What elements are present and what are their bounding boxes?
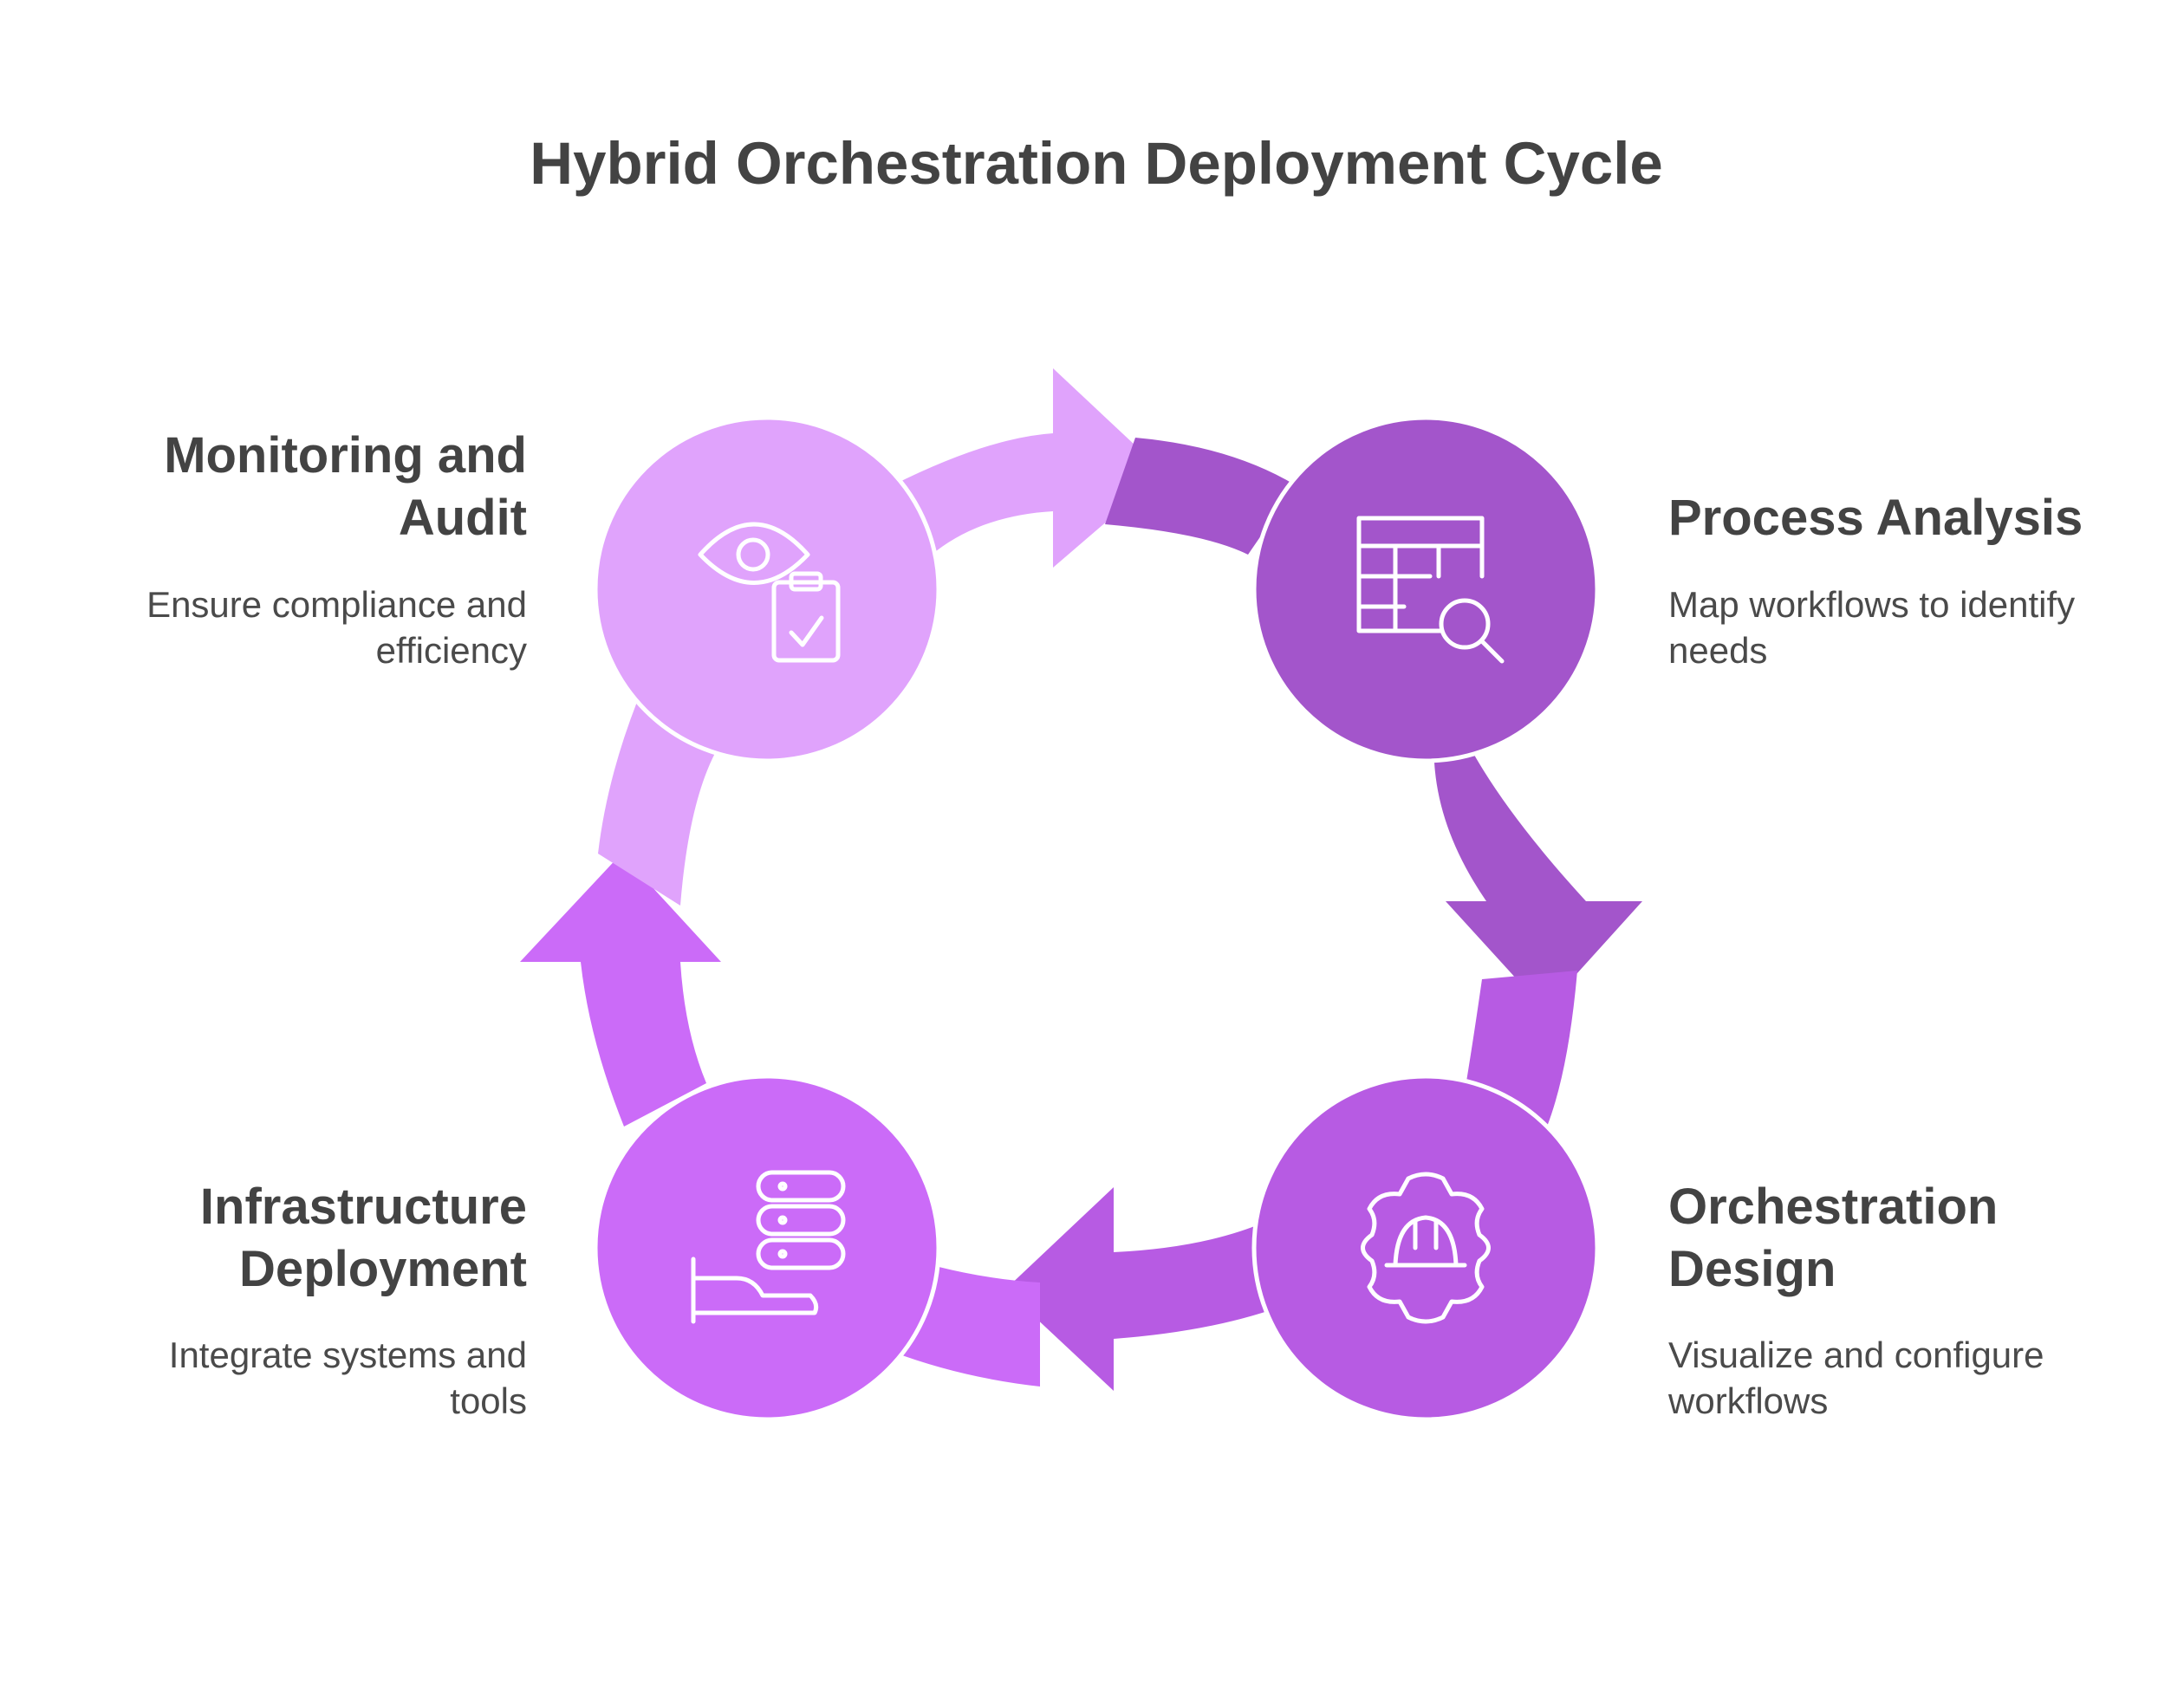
step-desc-process-line2: needs bbox=[1668, 630, 1767, 671]
label-process: Process Analysis Map workflows to identi… bbox=[1668, 490, 2083, 671]
circle-infrastructure bbox=[593, 1074, 941, 1422]
step-desc-monitoring-line2: efficiency bbox=[376, 630, 527, 671]
label-infrastructure: Infrastructure Deployment Integrate syst… bbox=[169, 1179, 527, 1421]
step-desc-process-line1: Map workflows to identify bbox=[1668, 584, 2075, 625]
arrow-process-to-orchestration bbox=[1105, 438, 1296, 555]
step-title-orchestration-line2: Design bbox=[1668, 1241, 1836, 1297]
arrow-orchestration-to-infrastructure bbox=[1465, 971, 1577, 1127]
diagram-title: Hybrid Orchestration Deployment Cycle bbox=[530, 130, 1663, 197]
step-title-monitoring-line1: Monitoring and bbox=[164, 427, 527, 484]
step-desc-infrastructure-line2: tools bbox=[450, 1380, 527, 1421]
step-desc-monitoring-line1: Ensure compliance and bbox=[146, 584, 527, 625]
circle-monitoring bbox=[593, 415, 941, 763]
eye-clipboard-icon bbox=[698, 522, 841, 663]
hand-server-icon bbox=[691, 1170, 846, 1324]
step-title-infrastructure-line1: Infrastructure bbox=[200, 1179, 527, 1235]
table-search-icon bbox=[1356, 516, 1505, 664]
step-title-orchestration-line1: Orchestration bbox=[1668, 1179, 1998, 1235]
cycle-arrows bbox=[520, 368, 1642, 1391]
gear-hardhat-icon bbox=[1361, 1172, 1491, 1324]
step-desc-infrastructure-line1: Integrate systems and bbox=[169, 1335, 527, 1375]
label-orchestration: Orchestration Design Visualize and confi… bbox=[1667, 1179, 2044, 1421]
label-monitoring: Monitoring and Audit Ensure compliance a… bbox=[146, 427, 527, 671]
step-title-monitoring-line2: Audit bbox=[399, 490, 527, 546]
step-desc-orchestration-line1: Visualize and configure bbox=[1668, 1335, 2044, 1375]
step-title-process: Process Analysis bbox=[1668, 490, 2083, 546]
circle-orchestration bbox=[1251, 1074, 1600, 1422]
step-circles bbox=[593, 415, 1600, 1422]
step-title-infrastructure-line2: Deployment bbox=[239, 1241, 527, 1297]
circle-process bbox=[1251, 415, 1600, 763]
step-desc-orchestration-line2: workflows bbox=[1667, 1380, 1828, 1421]
arrow-monitoring-to-process bbox=[893, 368, 1164, 568]
